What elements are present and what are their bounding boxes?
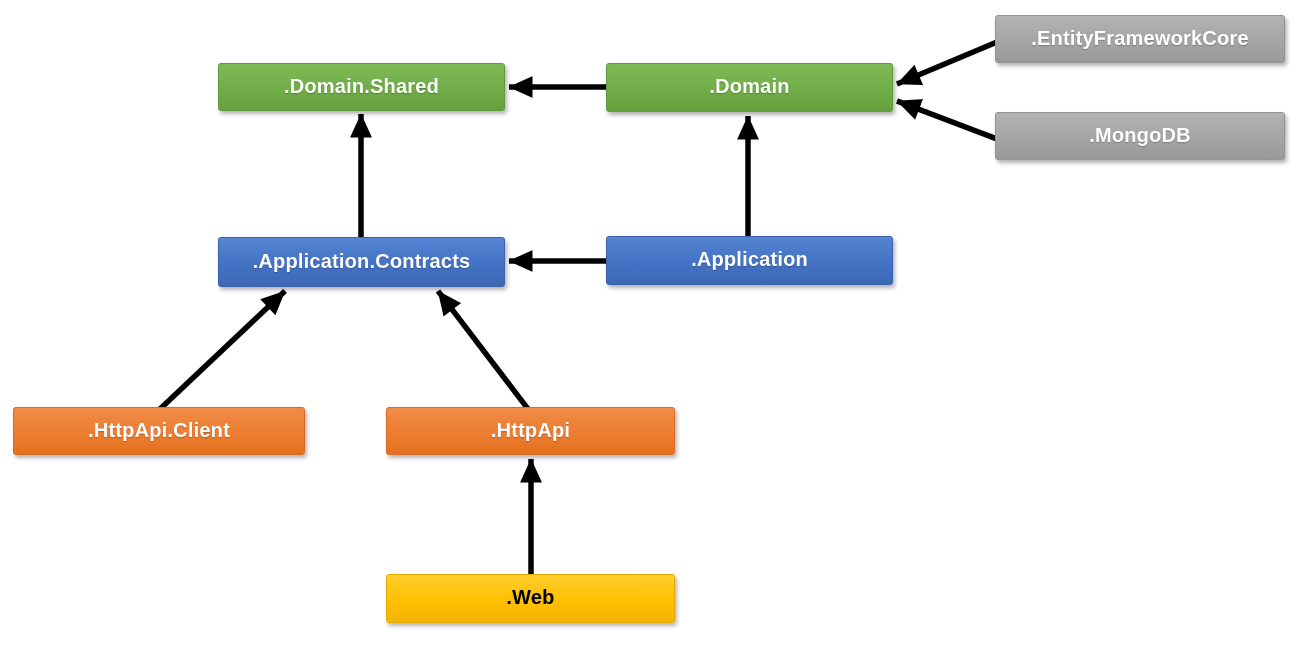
node-web-label: .Web (506, 587, 555, 609)
arrow-httpapi-to-application-contracts (435, 289, 531, 411)
node-domain-shared: .Domain.Shared (218, 63, 505, 111)
arrow-httpapi-client-to-application-contracts (158, 289, 287, 411)
node-application-contracts: .Application.Contracts (218, 237, 505, 287)
node-httpapi-client-label: .HttpApi.Client (88, 419, 230, 442)
node-application: .Application (606, 236, 893, 285)
node-web: .Web (386, 574, 675, 623)
node-application-label: .Application (691, 249, 808, 271)
arrow-mongodb-to-domain (896, 98, 998, 142)
node-entityframeworkcore: .EntityFrameworkCore (995, 15, 1285, 63)
node-application-contracts-label: .Application.Contracts (252, 250, 471, 273)
node-domain-label: .Domain (709, 76, 790, 98)
node-domain: .Domain (606, 63, 893, 112)
arrow-entityframeworkcore-to-domain (895, 39, 999, 87)
node-mongodb: .MongoDB (995, 112, 1285, 160)
node-domain-shared-label: .Domain.Shared (283, 75, 440, 98)
node-httpapi: .HttpApi (386, 407, 675, 455)
node-httpapi-label: .HttpApi (490, 419, 571, 442)
node-entityframeworkcore-label: .EntityFrameworkCore (1031, 27, 1249, 50)
node-mongodb-label: .MongoDB (1089, 124, 1191, 147)
node-httpapi-client: .HttpApi.Client (13, 407, 305, 455)
